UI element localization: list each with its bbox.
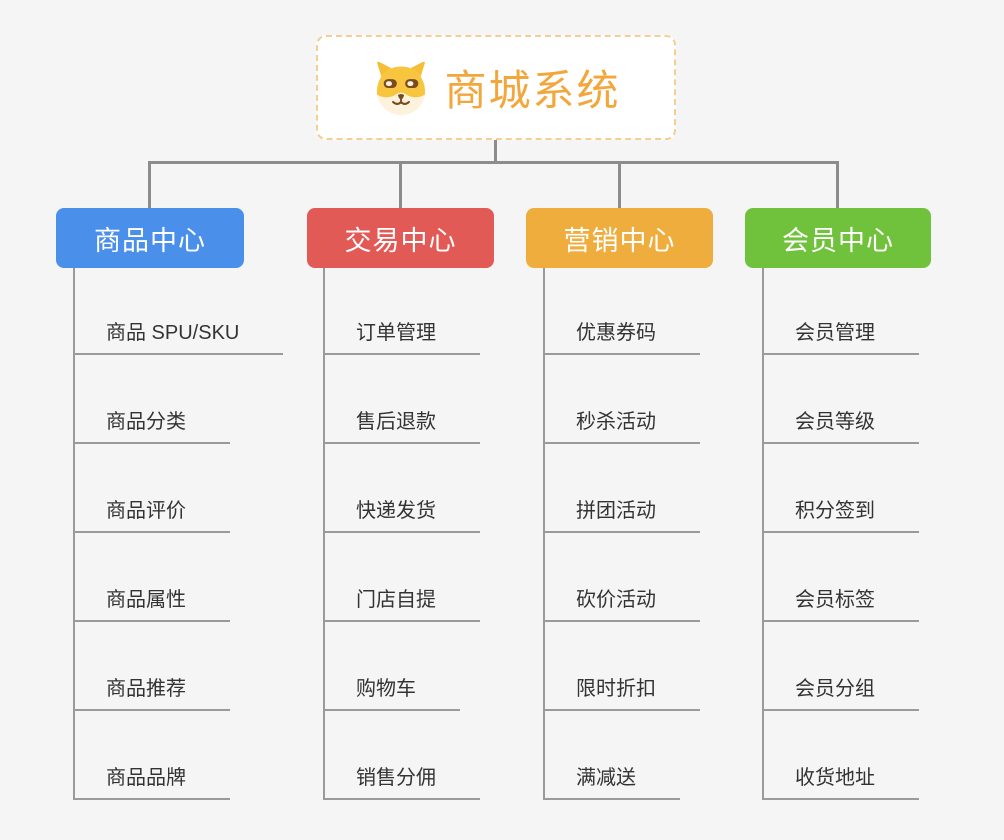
connector-drop-line — [836, 161, 839, 209]
connector-bus-line — [148, 161, 839, 164]
branch-product-center[interactable]: 商品中心 — [56, 208, 244, 268]
branch-trunk-line — [323, 268, 325, 800]
branch-member-center[interactable]: 会员中心 — [745, 208, 931, 268]
mindmap-item[interactable]: 积分签到 — [762, 444, 919, 533]
mindmap-item[interactable]: 快递发货 — [323, 444, 480, 533]
mindmap-item[interactable]: 销售分佣 — [323, 711, 480, 800]
mindmap-item[interactable]: 商品属性 — [73, 533, 230, 622]
branch-items-product: 商品 SPU/SKU 商品分类 商品评价 商品属性 商品推荐 商品品牌 — [73, 266, 284, 800]
mindmap-item[interactable]: 满减送 — [543, 711, 680, 800]
mindmap-item[interactable]: 收货地址 — [762, 711, 919, 800]
connector-drop-line — [618, 161, 621, 209]
mindmap-item[interactable]: 售后退款 — [323, 355, 480, 444]
mindmap-item[interactable]: 订单管理 — [323, 266, 480, 355]
mindmap-item[interactable]: 会员管理 — [762, 266, 919, 355]
mindmap-item[interactable]: 优惠券码 — [543, 266, 700, 355]
branch-items-trade: 订单管理 售后退款 快递发货 门店自提 购物车 销售分佣 — [323, 266, 480, 800]
connector-root-stem — [494, 140, 497, 163]
mindmap-item[interactable]: 购物车 — [323, 622, 460, 711]
connector-drop-line — [399, 161, 402, 209]
branch-trunk-line — [762, 268, 764, 800]
branch-trade-center[interactable]: 交易中心 — [307, 208, 494, 268]
mindmap-item[interactable]: 砍价活动 — [543, 533, 700, 622]
shiba-dog-icon — [371, 60, 431, 116]
mindmap-item[interactable]: 商品品牌 — [73, 711, 230, 800]
root-title: 商城系统 — [444, 67, 621, 114]
mindmap-item[interactable]: 商品推荐 — [73, 622, 230, 711]
mindmap-item[interactable]: 商品评价 — [73, 444, 230, 533]
mindmap-item[interactable]: 会员分组 — [762, 622, 919, 711]
mindmap-item[interactable]: 商品分类 — [73, 355, 230, 444]
branch-items-marketing: 优惠券码 秒杀活动 拼团活动 砍价活动 限时折扣 满减送 — [543, 266, 700, 800]
branch-marketing-center[interactable]: 营销中心 — [526, 208, 713, 268]
branch-trunk-line — [543, 268, 545, 800]
mindmap-item[interactable]: 门店自提 — [323, 533, 480, 622]
mindmap-item[interactable]: 商品 SPU/SKU — [73, 266, 284, 355]
connector-drop-line — [148, 161, 151, 209]
mindmap-item[interactable]: 会员等级 — [762, 355, 919, 444]
mindmap-item[interactable]: 会员标签 — [762, 533, 919, 622]
mindmap-item[interactable]: 拼团活动 — [543, 444, 700, 533]
mindmap-item[interactable]: 限时折扣 — [543, 622, 700, 711]
branch-items-member: 会员管理 会员等级 积分签到 会员标签 会员分组 收货地址 — [762, 266, 919, 800]
branch-trunk-line — [73, 268, 75, 800]
root-node[interactable]: 商城系统 — [316, 35, 676, 140]
mindmap-item[interactable]: 秒杀活动 — [543, 355, 700, 444]
